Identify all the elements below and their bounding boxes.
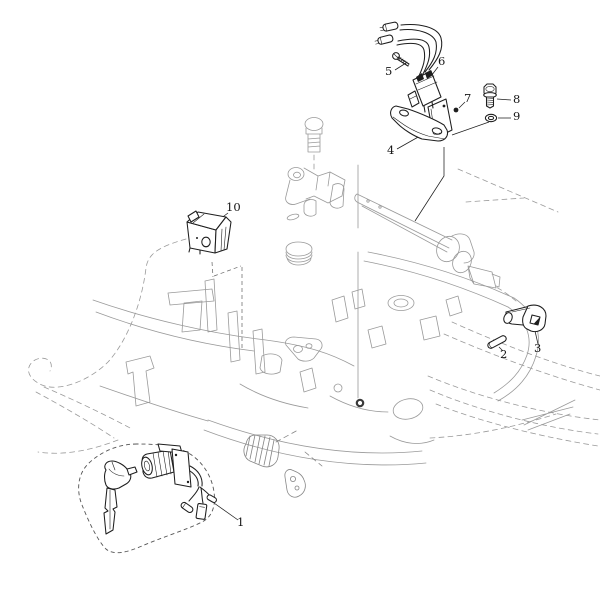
ghost-frame-tubes-dashed xyxy=(427,168,600,447)
ghost-ribbed-grommet-icon xyxy=(243,434,280,468)
ghost-grommet-ring-icon xyxy=(355,398,365,408)
ghost-tab-icon xyxy=(167,288,215,333)
part-7-pin-drawing xyxy=(453,107,459,113)
callout-4: 4 xyxy=(387,143,395,157)
part-5-screw-drawing xyxy=(392,52,410,67)
part-2-pin-drawing xyxy=(487,335,507,349)
key-drawing xyxy=(103,460,138,535)
callout-1: 1 xyxy=(237,515,245,529)
ghost-bolt-icon xyxy=(304,117,324,173)
ghost-clamp-icon xyxy=(285,167,346,221)
dashed-group-outline xyxy=(78,443,215,554)
ghost-gasket-icon xyxy=(275,429,323,498)
leader-lines xyxy=(211,62,539,521)
callout-10: 10 xyxy=(226,200,241,214)
callout-5: 5 xyxy=(385,64,393,78)
part-8-bolt-drawing xyxy=(483,83,497,109)
ghost-frame-cradle xyxy=(92,251,539,466)
part-4-bracket-drawing xyxy=(390,98,453,142)
callout-8: 8 xyxy=(513,92,521,106)
ghost-wire-harness-dashed xyxy=(28,238,187,454)
lock-cylinder-drawing xyxy=(141,443,192,488)
part-3-lever-drawing xyxy=(503,304,547,333)
part-10-switch-box-drawing xyxy=(186,210,232,255)
ghost-steering-shaft-icon xyxy=(354,193,501,289)
wire-terminal-icon xyxy=(379,21,399,32)
callout-7: 7 xyxy=(464,91,472,105)
ghost-bracket-icon xyxy=(125,355,155,407)
ghost-rubber-pad-icon xyxy=(285,241,313,266)
ghost-frame-drawing xyxy=(28,117,600,498)
callout-3: 3 xyxy=(534,341,542,355)
callout-6: 6 xyxy=(438,54,446,68)
part-1-ignition-lock-assembly-drawing xyxy=(78,443,217,554)
lock-wiring-drawing xyxy=(180,465,217,520)
part-9-washer-drawing xyxy=(484,113,498,123)
callout-9: 9 xyxy=(513,109,521,123)
part-6-switch-drawing xyxy=(374,21,443,113)
wire-terminal-icon xyxy=(374,34,394,45)
callout-2: 2 xyxy=(500,347,508,361)
